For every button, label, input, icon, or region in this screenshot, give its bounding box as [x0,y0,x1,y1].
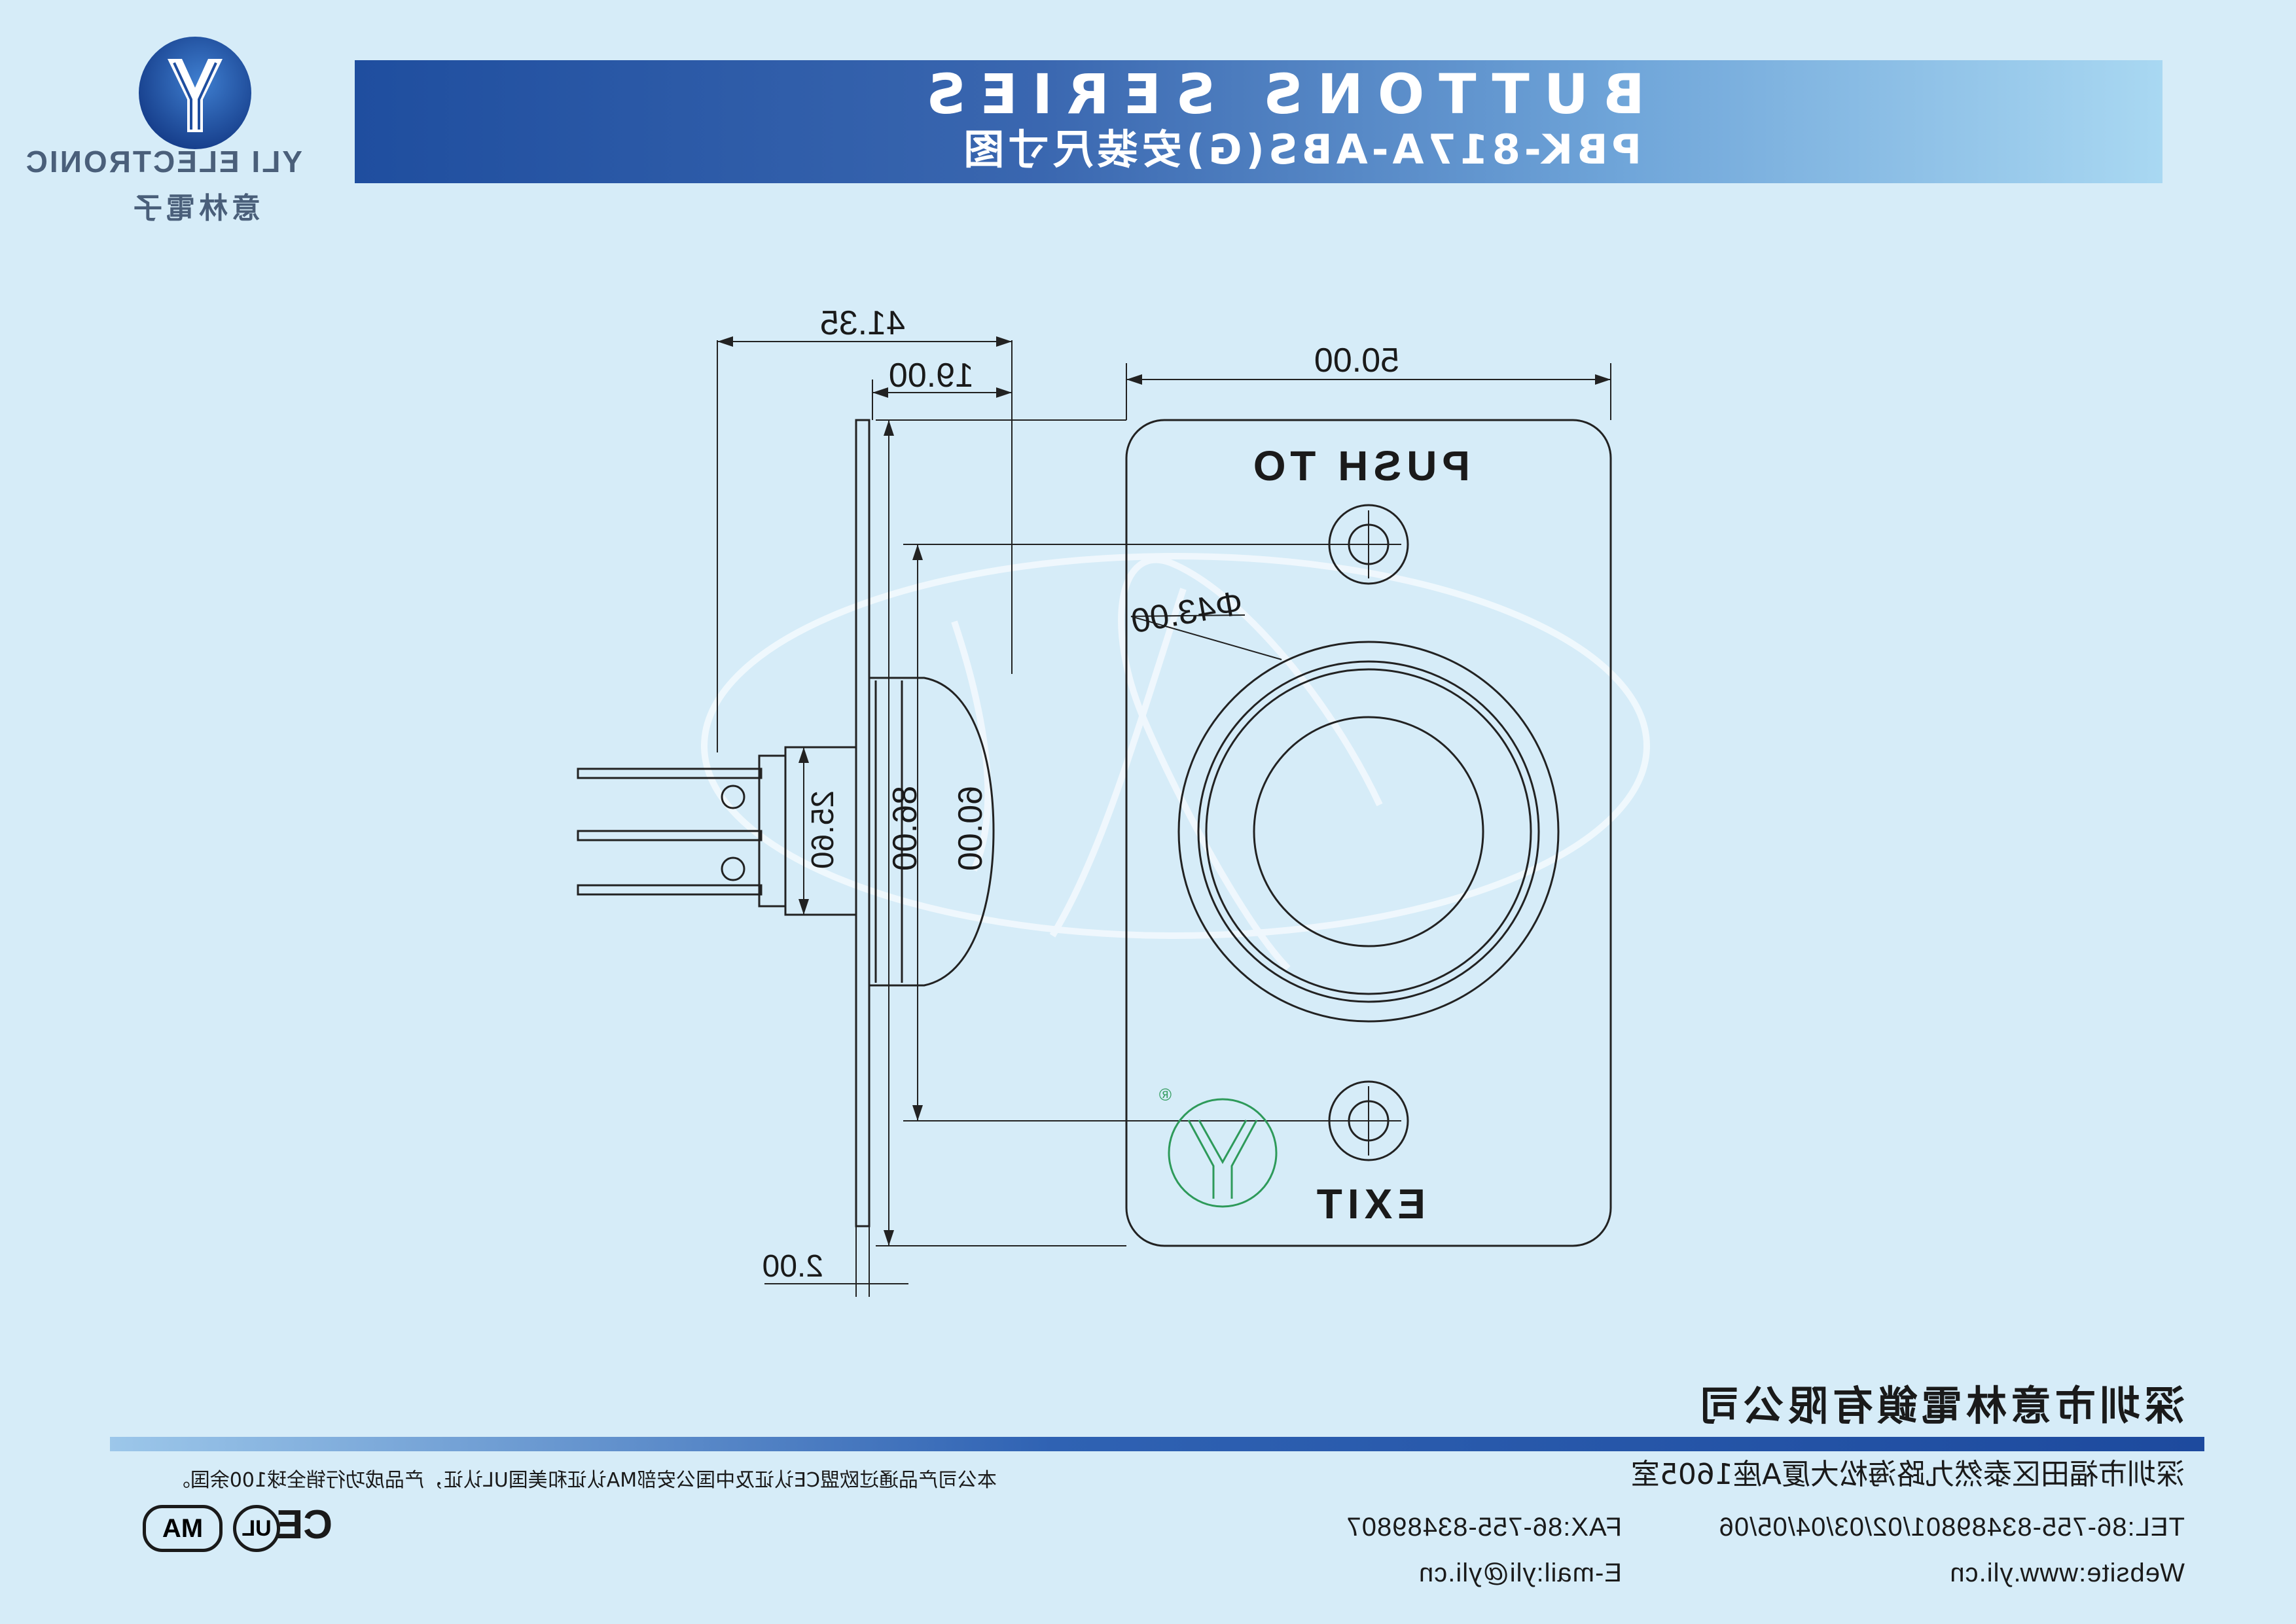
ul-mark-label: UL [242,1515,272,1541]
company-tel: TEL:86-755-83489801/02/03/04/05/06 [1718,1513,2185,1542]
screw-bottom [721,856,745,881]
button-ring-2 [1197,660,1540,1003]
pin-2 [577,830,762,841]
side-view [577,336,1013,1297]
side-dome [869,677,995,987]
dim-plate-height: 86.00 [886,785,924,872]
footer-bar [110,1437,2204,1451]
plate-label-push-to: PUSH TO [1247,442,1470,489]
button-ring-3 [1205,668,1532,995]
ma-mark-icon: MA [143,1505,223,1552]
ul-mark-icon: UL [233,1505,280,1552]
pin-3 [577,884,762,896]
certification-note: 本公司产品通过欧盟CE认证及中国公安部MA认证和美国UL认证，产品成功行销全球1… [170,1469,997,1492]
company-address: 深圳市福田区泰然九路海松大厦A座1605室 [1630,1458,2185,1491]
plate-label-exit: EXIT [1311,1180,1426,1227]
dim-plate-thickness: 2.00 [762,1249,823,1284]
screw-top [721,785,745,809]
company-website: Website:www.yli.cn [1949,1559,2185,1587]
company-name: 深圳市意林電鎖有限公司 [1695,1382,2185,1430]
company-email: E-mail:yli@yli.cn [1418,1559,1622,1587]
plate-logo-icon [1168,1098,1278,1208]
yli-logo-icon [139,37,251,149]
dim-hole-spacing: 60.00 [951,785,990,872]
dim-plate-width: 50.00 [1314,342,1399,380]
button-outer-ring [1177,641,1560,1023]
button-center [1253,716,1484,947]
ce-mark-icon: CE [276,1502,332,1547]
company-fax: FAX:86-755-83489807 [1346,1513,1622,1542]
dia-leader [1130,616,1282,660]
side-plate [855,419,870,1227]
front-view [876,363,1612,1247]
registered-mark: ® [1158,1085,1172,1104]
front-plate [1125,419,1612,1247]
dim-button-depth: 19.00 [888,357,974,395]
pin-1 [577,768,762,779]
ma-mark-label: MA [162,1513,204,1543]
dim-terminal-height: 25.60 [805,790,840,870]
dim-overall-depth: 41.35 [819,304,905,342]
